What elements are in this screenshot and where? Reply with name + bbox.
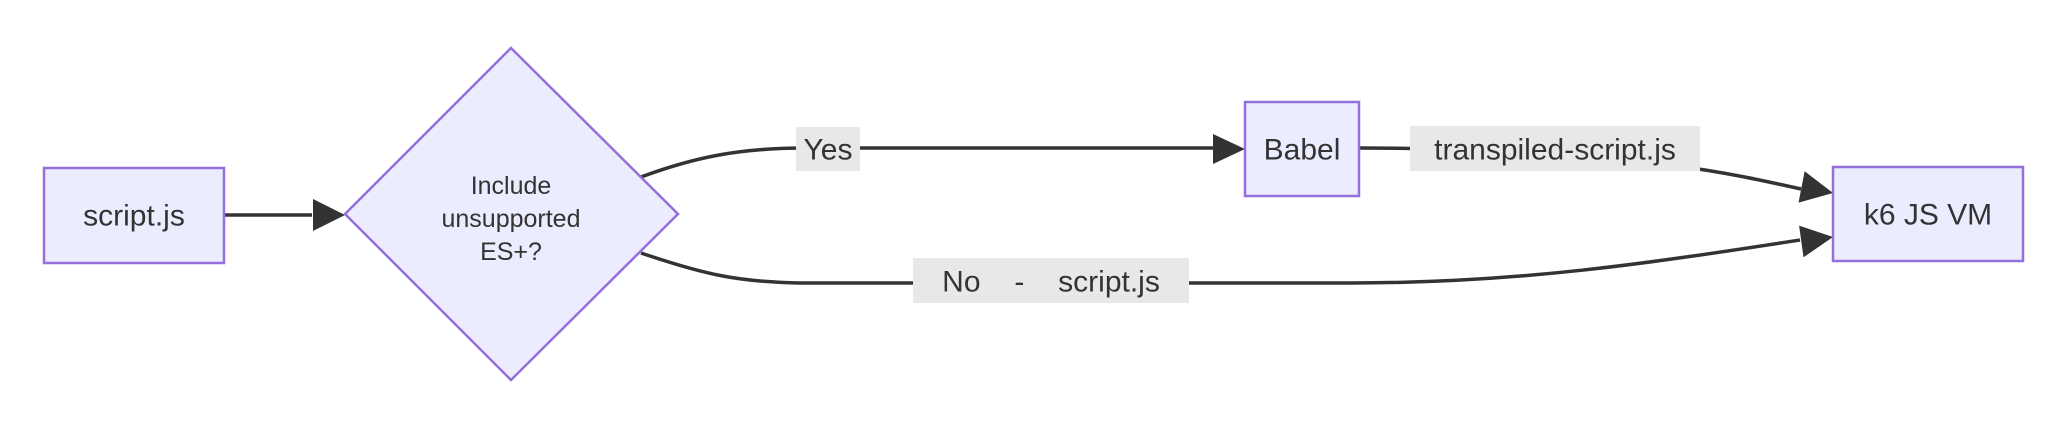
edge-label-transpiled-script-background (1410, 126, 1700, 171)
arrowhead-into-k6vm-bottom-icon (1799, 225, 1833, 258)
node-babel: Babel (1243, 100, 1361, 198)
edge-label-transpiled-script: transpiled-script.js (1410, 126, 1700, 171)
edge-label-yes: Yes (796, 127, 860, 171)
edge-label-transpiled-script-text: transpiled-script.js (1434, 134, 1676, 167)
edge-decision-to-k6vm (640, 238, 1801, 285)
node-script-js: script.js (42, 166, 226, 265)
node-k6-js-vm-label: k6 JS VM (1864, 199, 1992, 232)
node-decision-label-line1: Include (471, 172, 552, 200)
node-decision-diamond: Include unsupported ES+? (343, 46, 680, 382)
node-script-js-label: script.js (83, 200, 185, 233)
arrowhead-into-babel-icon (1213, 134, 1245, 164)
node-decision-label-line3: ES+? (480, 238, 542, 266)
node-k6-js-vm: k6 JS VM (1831, 165, 2025, 263)
node-k6-js-vm-shape (1831, 165, 2025, 263)
edge-label-no-script: No - script.js (913, 258, 1189, 303)
node-decision-label-line2: unsupported (441, 205, 580, 233)
node-babel-shape (1243, 100, 1361, 198)
arrowhead-into-k6vm-top-icon (1798, 171, 1833, 203)
node-decision-shape (343, 46, 680, 382)
edge-decision-to-babel (640, 146, 1213, 179)
edge-label-yes-text: Yes (804, 134, 853, 167)
node-babel-label: Babel (1264, 134, 1341, 167)
node-script-js-shape (42, 166, 226, 265)
arrowhead-into-decision-icon (313, 199, 345, 231)
edge-label-yes-background (796, 127, 860, 171)
edge-label-no-script-background (913, 258, 1189, 303)
edge-label-no-script-text: No - script.js (942, 266, 1160, 299)
